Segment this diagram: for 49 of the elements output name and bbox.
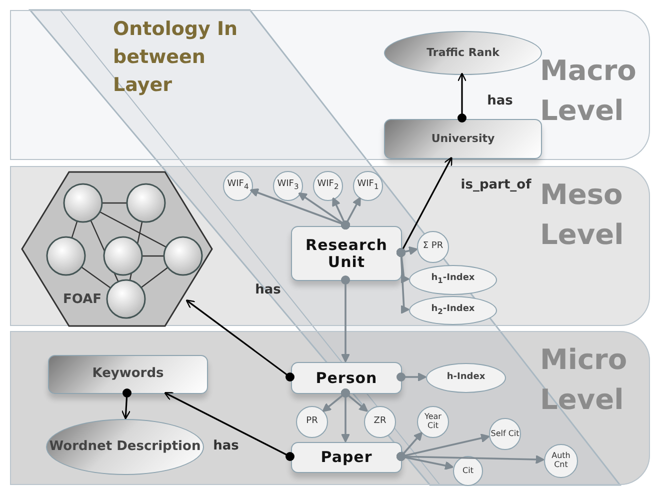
node-label: Wordnet Description [49, 440, 201, 454]
arrow [396, 452, 454, 470]
node-label: Cit [462, 466, 474, 476]
arrow [396, 372, 426, 382]
node-label: Micro Level [540, 342, 628, 418]
arrow [341, 196, 361, 230]
layer-title: Ontology In between Layer [113, 15, 248, 105]
rounded-box [384, 119, 542, 159]
arrow [396, 248, 410, 314]
node-label: PR [306, 417, 318, 427]
node-label: WIF$_{2}$ [317, 180, 339, 192]
node-label: Auth Cnt [550, 452, 572, 470]
node-label: h$_{1}$-Index [431, 274, 475, 286]
node-label: Meso Level [540, 177, 625, 253]
edge-label: has [213, 438, 239, 454]
arrow [457, 72, 467, 122]
arrow [121, 388, 132, 420]
node-label: Research Unit [304, 237, 388, 270]
rounded-box [291, 226, 402, 281]
level-band [10, 331, 650, 485]
node-label: Self Cit [490, 430, 520, 438]
node-label: Σ PR [422, 242, 444, 252]
edge-label: has [255, 282, 281, 298]
node-label: University [431, 132, 495, 146]
rounded-box [291, 442, 402, 473]
node-label: h-Index [446, 373, 486, 383]
level-band [10, 166, 650, 326]
node-label: ZR [374, 417, 386, 427]
arrow [340, 276, 350, 362]
node-label: WIF$_{4}$ [227, 180, 249, 192]
node-label: Person [316, 370, 378, 386]
hexagon-node [21, 171, 213, 327]
node-label: Traffic Rank [426, 46, 500, 60]
edge-label: is_part_of [460, 178, 532, 192]
rounded-box [291, 362, 402, 394]
node-label: Macro Level [540, 53, 638, 129]
level-band [10, 10, 650, 160]
arrow [340, 388, 350, 442]
node-label: WIF$_{1}$ [357, 180, 379, 192]
arrow [164, 392, 294, 461]
node-label: Keywords [92, 367, 164, 382]
node-label: Paper [320, 449, 372, 466]
edge-label: has [487, 94, 513, 108]
node-label: FOAF [63, 292, 102, 307]
node-label: WIF$_{3}$ [277, 180, 299, 192]
node-label: Year Cit [424, 413, 442, 431]
rounded-box [48, 355, 208, 394]
arrow [186, 300, 294, 382]
node-label: h$_{2}$-Index [431, 304, 475, 316]
